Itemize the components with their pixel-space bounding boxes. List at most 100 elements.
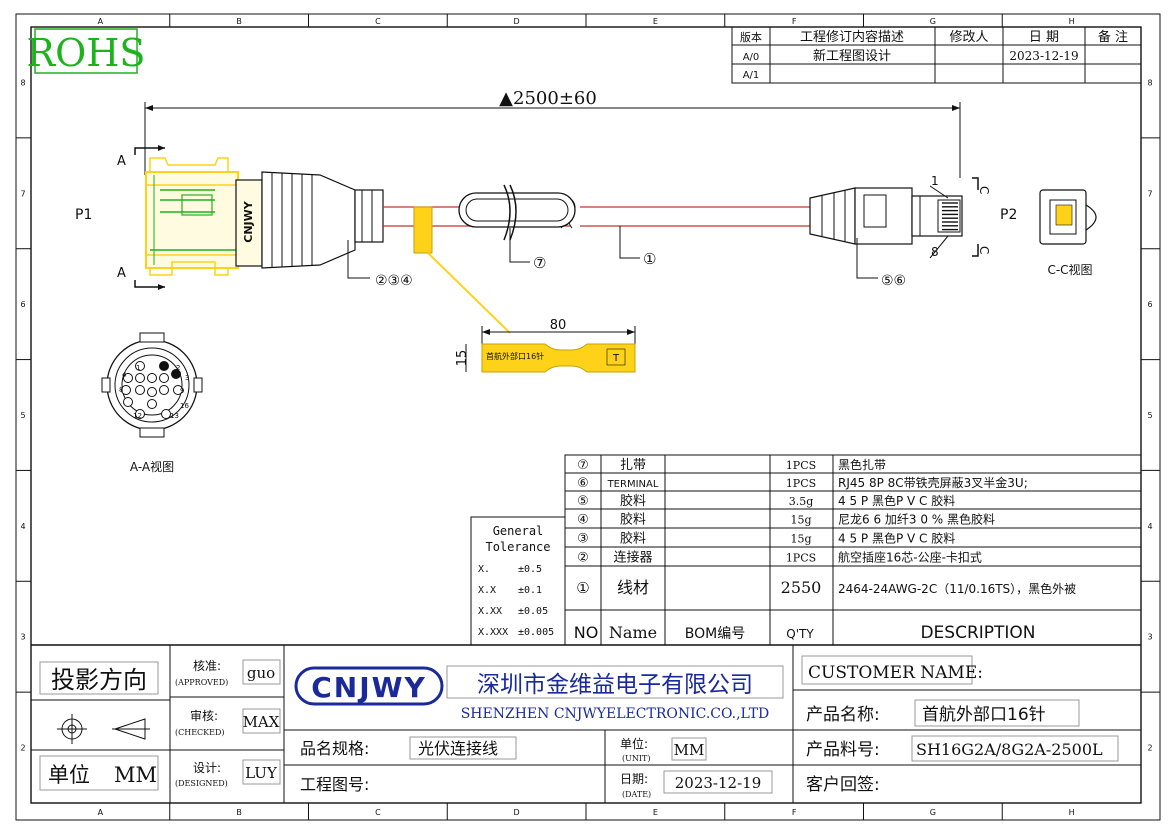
tolerance-key: X.XX (478, 606, 502, 617)
tolerance-value: ±0.1 (518, 585, 542, 596)
bom-row-qty: 3.5g (789, 495, 814, 508)
date-cn: 日期: (620, 772, 648, 786)
company-name-cn: 深圳市金维益电子有限公司 (477, 672, 753, 698)
label-leader (427, 252, 511, 334)
aa-pin (171, 369, 181, 379)
callout-7: ⑦ (533, 254, 546, 272)
section-c-bottom: C (977, 246, 991, 254)
border-col-bottom: D (514, 808, 520, 817)
aa-pin (159, 373, 169, 383)
bom-header-code: BOM编号 (685, 626, 745, 642)
rev-header-desc: 工程修订内容描述 (800, 29, 904, 45)
p1-connector: CNJWY (145, 157, 263, 276)
cc-view: C-C视图 (1039, 189, 1097, 277)
bom-row-desc: 尼龙6 6 加纤3 0 % 黑色胶料 (838, 512, 995, 527)
pin1-label: 1 (931, 174, 939, 188)
company-logo-frame (294, 666, 444, 706)
section-c-markers: C C (972, 177, 991, 257)
border-row-left: 4 (20, 522, 25, 531)
date-value: 2023-12-19 (675, 774, 761, 792)
bom-row-qty: 1PCS (786, 552, 816, 565)
company-name-en: SHENZHEN CNJWYELECTRONIC.CO.,LTD (461, 706, 770, 722)
border-col-bottom: G (930, 808, 936, 817)
rohs-label: ROHS (27, 31, 146, 75)
unit2-en: (UNIT) (622, 754, 650, 763)
border-row-right: 3 (1147, 633, 1152, 642)
cable (383, 199, 810, 229)
border-col-bottom: E (653, 808, 658, 817)
aa-pin (135, 385, 145, 395)
border-col-bottom: C (375, 808, 381, 817)
tolerance-value: ±0.05 (518, 606, 548, 617)
aa-pin-label: 8 (119, 386, 123, 394)
aa-pin (147, 387, 157, 397)
border-col-bottom: B (236, 808, 242, 817)
spec-label: 品名规格: (300, 739, 369, 758)
bom-header-name: Name (609, 623, 657, 642)
product-name-label: 产品名称: (806, 705, 880, 725)
checked-en: (CHECKED) (175, 728, 225, 737)
bom-header-qty: Q'TY (786, 627, 814, 641)
bom-row-qty: 1PCS (786, 477, 816, 490)
border-col-top: G (930, 17, 936, 26)
aa-pin-label: 12 (133, 412, 142, 420)
rev-header-note: 备 注 (1098, 29, 1128, 45)
aa-pin-label: 4 (122, 371, 127, 379)
label-text: 首航外部口16针 (486, 351, 544, 361)
label-detail: 80 15 首航外部口16针 T (455, 318, 636, 373)
rev-row2-version: A/1 (743, 70, 760, 81)
section-a-markers: A A P1 (75, 145, 165, 290)
aa-pin (123, 397, 133, 407)
tolerance-block: General Tolerance X.±0.5X.X±0.1X.XX±0.05… (470, 516, 566, 646)
projection-label: 投影方向 (51, 666, 147, 694)
border-row-right: 4 (1147, 522, 1152, 531)
p2-label: P2 (1000, 207, 1017, 223)
unit2-value: MM (674, 741, 705, 759)
bom-row-qty: 1PCS (786, 459, 816, 472)
aa-view-label: A-A视图 (130, 459, 174, 474)
border-row-left: 3 (20, 633, 25, 642)
cable-label-tag (413, 206, 433, 254)
callout-56: ⑤⑥ (881, 273, 906, 289)
spec-value: 光伏连接线 (418, 739, 498, 758)
length-dimension: ▲2500±60 (144, 88, 961, 178)
aa-pin-label: 1 (136, 364, 140, 372)
length-label: ▲2500±60 (499, 88, 597, 109)
border-col-bottom: F (792, 808, 797, 817)
bom-row-qty: 15g (790, 514, 811, 527)
border-row-right: 2 (1147, 744, 1152, 753)
aa-pin (147, 399, 157, 409)
outer-frame (15, 13, 1161, 821)
rev-row1-date: 2023-12-19 (1009, 49, 1078, 63)
section-c-top: C (977, 186, 991, 194)
bom-row-desc: 4 5 P 黑色P V C 胶料 (838, 531, 955, 546)
aa-pin-label: 13 (170, 412, 179, 420)
bom-row-desc: 黑色扎带 (838, 458, 886, 472)
border-col-top: A (98, 17, 104, 26)
product-no-label: 产品料号: (806, 740, 880, 760)
bom-row-name: 胶料 (620, 512, 646, 528)
bom-row-desc: 2464-24AWG-2C（11/0.16TS），黑色外被 (838, 582, 1076, 596)
bom-row-qty: 2550 (781, 578, 822, 597)
bom-row-name: 连接器 (613, 550, 652, 566)
p2-connector: 1 8 P2 (809, 174, 1017, 259)
border-row-right: 8 (1147, 78, 1152, 87)
cable-tie (458, 184, 576, 241)
label-t: T (612, 353, 620, 364)
label-height-dim: 15 (455, 350, 470, 367)
tolerance-title1: General (493, 524, 544, 538)
bom-header-desc: DESCRIPTION (920, 623, 1035, 643)
border-col-top: E (653, 17, 658, 26)
border-row-left: 6 (20, 300, 25, 309)
bom-row-qty: 15g (790, 533, 811, 546)
drawing-no-label: 工程图号: (300, 775, 369, 794)
checked-cn: 审核: (190, 708, 218, 723)
title-block: 投影方向 单位 MM 核准: (APPROVED) guo 审核: (CHECK… (31, 644, 1141, 803)
border-col-top: F (792, 17, 797, 26)
unit2-cn: 单位: (620, 736, 648, 751)
bom-row-name: TERMINAL (607, 479, 659, 490)
rev-row1-desc: 新工程图设计 (813, 48, 891, 64)
